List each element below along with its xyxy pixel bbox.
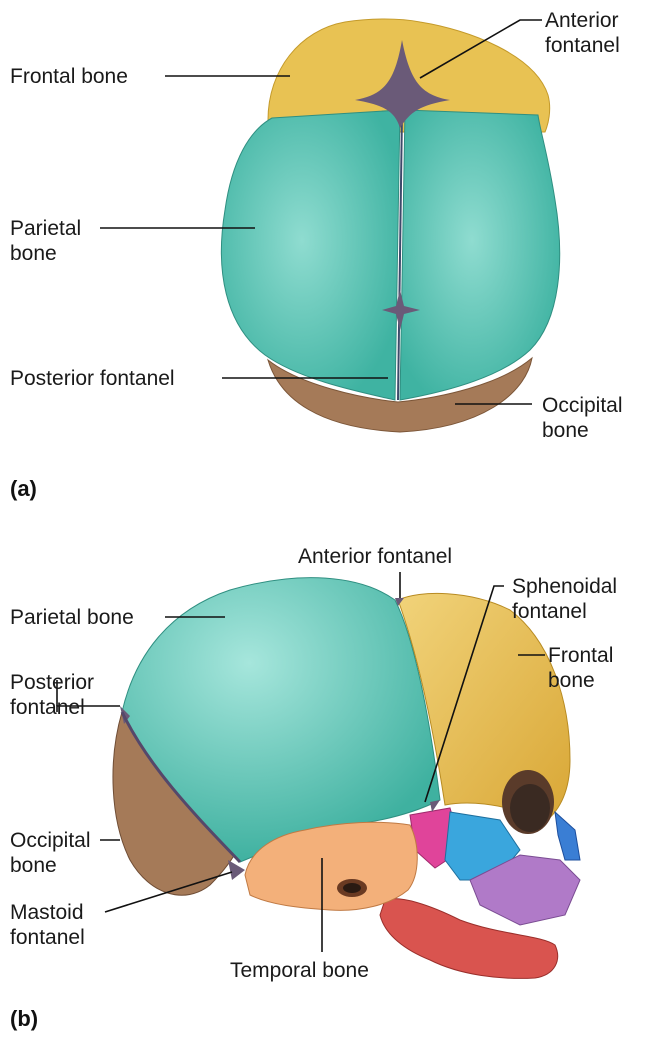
label-posterior-fontanel-a: Posterior fontanel: [10, 366, 175, 391]
parietal-bone-a-left: [221, 110, 400, 400]
label-parietal-bone-a: Parietal bone: [10, 216, 81, 266]
label-parietal-bone-b: Parietal bone: [10, 605, 134, 630]
label-sphenoidal-fontanel-b: Sphenoidal fontanel: [512, 574, 617, 624]
label-frontal-bone-a: Frontal bone: [10, 64, 128, 89]
label-occipital-bone-b: Occipital bone: [10, 828, 91, 878]
label-anterior-fontanel-a: Anterior fontanel: [545, 8, 620, 58]
panel-b-skull: [113, 578, 580, 979]
panel-b-tag: (b): [10, 1006, 38, 1032]
panel-a-skull: [221, 19, 559, 432]
label-anterior-fontanel-b: Anterior fontanel: [298, 544, 452, 569]
label-posterior-fontanel-b: Posterior fontanel: [10, 670, 94, 720]
nasal-bone-b: [555, 812, 580, 860]
label-occipital-bone-a: Occipital bone: [542, 393, 623, 443]
parietal-bone-a-right: [400, 110, 560, 400]
label-frontal-bone-b: Frontal bone: [548, 643, 613, 693]
label-mastoid-fontanel-b: Mastoid fontanel: [10, 900, 85, 950]
panel-a-tag: (a): [10, 476, 37, 502]
label-temporal-bone-b: Temporal bone: [230, 958, 369, 983]
